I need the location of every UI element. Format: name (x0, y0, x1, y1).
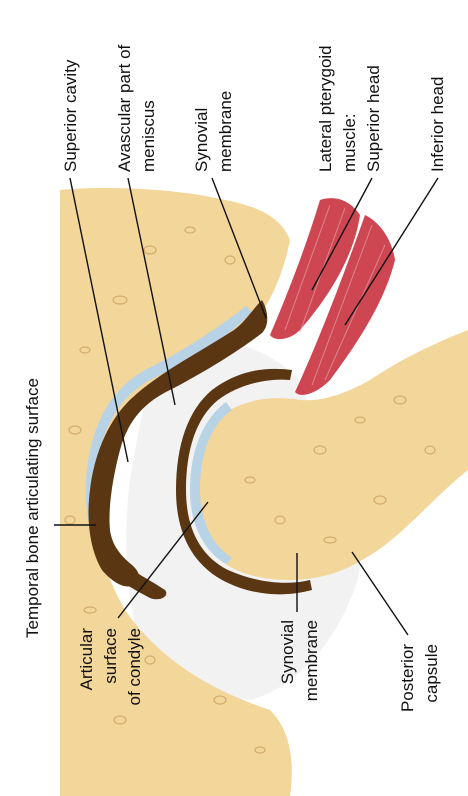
label-lateral-pterygoid-line1: Lateral pterygoid (316, 45, 335, 172)
label-synovial-bottom-line2: membrane (302, 620, 321, 701)
label-superior-cavity: Superior cavity (61, 59, 80, 172)
label-superior-head: Superior head (364, 65, 383, 172)
label-articular-line1: Articular (77, 628, 96, 691)
label-synovial-top-line1: Synovial (192, 108, 211, 172)
label-articular-line3: of condyle (125, 628, 144, 706)
label-posterior-line2: capsule (422, 644, 441, 703)
label-inferior-head: Inferior head (428, 77, 447, 172)
label-temporal-bone: Temporal bone articulating surface (23, 378, 42, 638)
label-avascular-line2: meniscus (139, 100, 158, 172)
leader-posterior-capsule (352, 552, 408, 635)
label-avascular-line1: Avascular part of (115, 44, 134, 172)
label-posterior-line1: Posterior (398, 644, 417, 712)
label-synovial-top-line2: membrane (216, 91, 235, 172)
label-lateral-pterygoid-line2: muscle: (340, 113, 359, 172)
label-synovial-bottom-line1: Synovial (278, 620, 297, 684)
label-articular-line2: surface (101, 628, 120, 684)
